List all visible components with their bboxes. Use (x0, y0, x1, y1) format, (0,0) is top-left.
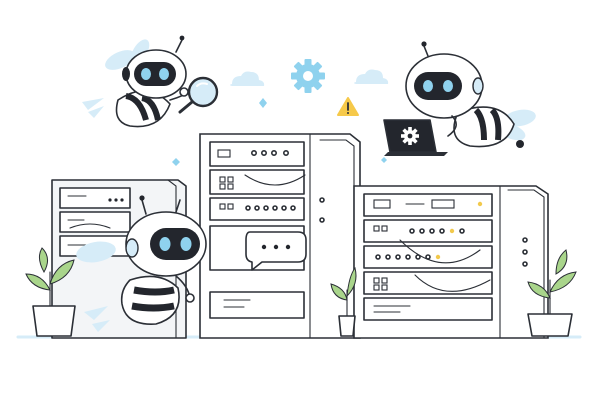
gear-icon (401, 127, 419, 145)
bee-robot (76, 195, 207, 332)
gear-icon (291, 59, 325, 93)
sparkle-icon (381, 157, 387, 163)
plant-icon (527, 249, 577, 337)
magnifying-glass-icon (178, 76, 219, 114)
laptop-icon (383, 119, 448, 156)
bee-robot (405, 41, 536, 148)
right-server-rack (353, 185, 549, 339)
sparkle-icon (172, 158, 180, 166)
plant-icon (330, 266, 357, 337)
warning-icon (337, 97, 359, 116)
cloud-icon (354, 69, 389, 84)
bee-robot (82, 35, 193, 128)
cloud-icon (230, 71, 265, 86)
chat-bubble-icon (245, 231, 307, 271)
plant-icon (25, 247, 76, 337)
sparkle-icon (259, 98, 267, 108)
